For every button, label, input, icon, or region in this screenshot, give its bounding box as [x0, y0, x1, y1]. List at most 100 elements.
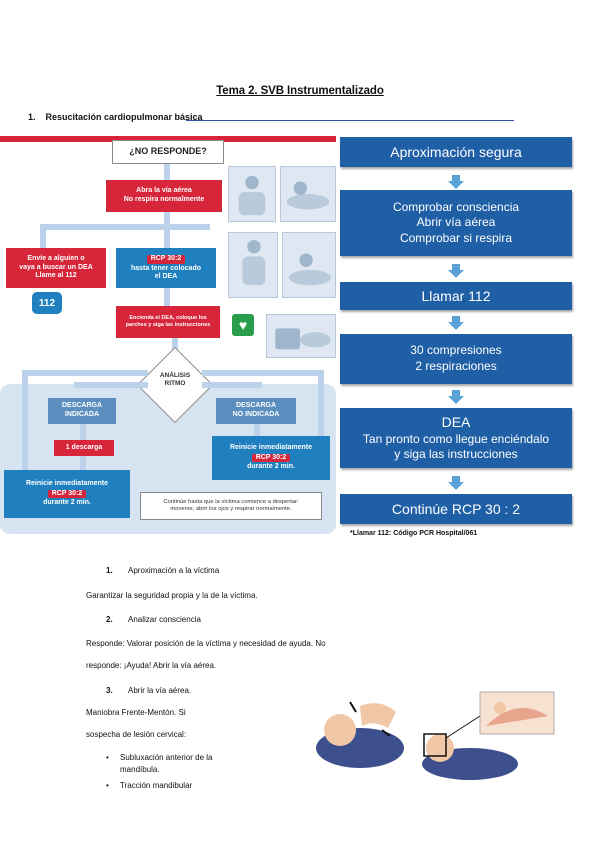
llamar-note: *Llamar 112: Código PCR Hospital/061: [350, 530, 478, 537]
rcp-line-2: hasta tener colocado: [130, 264, 202, 272]
photo-aed: [266, 314, 336, 358]
rcp-left-pill: RCP 30:2: [47, 489, 87, 499]
step-1-heading: 1. Aproximación a la víctima: [106, 566, 219, 575]
reinicie-right-box: Reinicie inmediatamente RCP 30:2 durante…: [212, 436, 330, 480]
down-arrow-3: [448, 316, 464, 330]
descarga-indicada-box: DESCARGA INDICADA: [48, 398, 116, 424]
arrow-to-left: [74, 382, 148, 388]
loop-left: [22, 370, 28, 470]
step-1-number: 1.: [106, 566, 113, 575]
rcp-right-pill: RCP 30:2: [251, 453, 291, 463]
step-1-text: Garantizar la seguridad propia y la de l…: [86, 591, 258, 600]
loop-right: [318, 370, 324, 478]
photo-compressions: [228, 232, 278, 298]
box1-line-1: Aproximación segura: [390, 143, 522, 160]
reinicie-right-text: Reinicie inmediatamente: [229, 443, 313, 451]
step-box-continue: Continúe RCP 30 : 2: [340, 494, 572, 524]
arrow-left-down: [40, 224, 46, 248]
arrow-down-4: [80, 424, 86, 440]
phone-number: 112: [38, 297, 56, 309]
aed-icon: ♥: [232, 314, 254, 336]
reinicie-left-box: Reinicie inmediatamente RCP 30:2 durante…: [4, 470, 130, 518]
abra-line-1: Abra la vía aérea: [136, 187, 192, 195]
step-2-number: 2.: [106, 615, 113, 624]
down-arrow-2: [448, 264, 464, 278]
box2-line-3: Comprobar si respira: [399, 230, 513, 245]
photo-check-response: [228, 166, 276, 222]
encienda-line-1: Encienda el DEA, coloque los: [129, 315, 207, 322]
continue-box: Continúe hasta que la víctima comience a…: [140, 492, 322, 520]
section-underline: [186, 120, 514, 121]
box6-line-1: Continúe RCP 30 : 2: [391, 500, 521, 517]
analisis-text: ANÁLISIS RITMO: [140, 372, 210, 388]
arrow-to-right: [202, 382, 262, 388]
envie-line-1: Envíe a alguien o: [27, 254, 85, 262]
envie-line-2: vaya a buscar un DEA: [19, 263, 93, 271]
section-label: Resucitación cardiopulmonar básica: [45, 112, 203, 122]
rcp-flowchart: ¿NO RESPONDE? Abra la vía aérea No respi…: [0, 136, 336, 536]
no-responde-text: ¿NO RESPONDE?: [129, 146, 207, 157]
step-box-llamar: Llamar 112: [340, 282, 572, 310]
box2-line-1: Comprobar consciencia: [392, 199, 520, 214]
step-3-text-2: sospecha de lesión cervical:: [86, 730, 187, 739]
rcp-pill: RCP 30:2: [146, 254, 186, 264]
down-arrow-4: [448, 390, 464, 404]
reinicie-left-text: Reinicie inmediatamente: [25, 479, 109, 487]
flowchart-top-bar: [0, 136, 336, 142]
box3-line-1: Llamar 112: [421, 287, 491, 304]
encienda-dea-box: Encienda el DEA, coloque los parches y s…: [116, 306, 220, 338]
continue-line-1: Continúe hasta que la víctima comience a…: [163, 498, 299, 505]
box5-line-1: DEA: [441, 414, 471, 431]
bullet-1-line-1: Subluxación anterior de la: [120, 753, 213, 762]
no-responde-box: ¿NO RESPONDE?: [112, 140, 224, 164]
step-2-label: Analizar consciencia: [128, 615, 201, 624]
analisis-line-2: RITMO: [164, 379, 186, 387]
durante-right-text: durante 2 min.: [247, 463, 295, 471]
arrow-down-5: [80, 456, 86, 470]
descarga-ind-line-1: DESCARGA: [61, 402, 103, 410]
rcp-line-3: el DEA: [154, 273, 178, 281]
phone-112-icon: 112: [32, 292, 62, 314]
box4-line-1: 30 compresiones: [410, 343, 502, 358]
continue-line-2: moverse, abrir los ojos y respirar norma…: [170, 506, 292, 512]
section-heading: 1. Resucitación cardiopulmonar básica: [28, 112, 203, 122]
descarga-no-line-2: NO INDICADA: [232, 411, 280, 418]
loop-left-top: [22, 370, 148, 376]
step-box-dea: DEA Tan pronto como llegue enciéndalo y …: [340, 408, 572, 468]
airway-maneuver-illustration: [300, 686, 560, 786]
step-box-aproximacion: Aproximación segura: [340, 137, 572, 167]
bullet-dot: •: [106, 753, 109, 762]
step-2-heading: 2. Analizar consciencia: [106, 615, 201, 624]
page-title: Tema 2. SVB Instrumentalizado: [216, 85, 384, 97]
box4-line-2: 2 respiraciones: [415, 359, 497, 373]
una-descarga-box: 1 descarga: [54, 440, 114, 456]
down-arrow-1: [448, 175, 464, 189]
loop-right-top: [202, 370, 324, 376]
step-1-label: Aproximación a la víctima: [128, 566, 220, 575]
bullet-dot: •: [106, 781, 109, 790]
step-box-compresiones: 30 compresiones 2 respiraciones: [340, 334, 572, 384]
branch-connector: [40, 224, 210, 230]
una-descarga-text: 1 descarga: [65, 443, 103, 451]
bullet-item-1: • Subluxación anterior de la mandíbula.: [106, 752, 213, 776]
envie-line-3: Llame al 112: [35, 272, 77, 280]
box2-line-2: Abrir vía aérea: [416, 215, 496, 230]
step-box-consciencia: Comprobar consciencia Abrir vía aérea Co…: [340, 190, 572, 256]
photo-open-airway: [280, 166, 336, 222]
step-2-text-1: Responde: Valorar posición de la víctima…: [86, 639, 326, 648]
abra-line-2: No respira normalmente: [123, 196, 205, 203]
rcp-until-dea-box: RCP 30:2 hasta tener colocado el DEA: [116, 248, 216, 288]
descarga-ind-line-2: INDICADA: [64, 411, 100, 418]
arrow-center-down: [164, 212, 170, 248]
photo-breaths: [282, 232, 336, 298]
arrow-down-2: [164, 288, 170, 306]
box5-line-3: y siga las instrucciones: [394, 447, 518, 462]
envie-box: Envíe a alguien o vaya a buscar un DEA L…: [6, 248, 106, 288]
down-arrow-5: [448, 476, 464, 490]
descarga-no-line-1: DESCARGA: [235, 402, 277, 410]
bullet-item-2: • Tracción mandibular: [106, 780, 192, 792]
step-3-number: 3.: [106, 686, 113, 695]
durante-left-text: durante 2 min.: [43, 499, 91, 507]
descarga-no-indicada-box: DESCARGA NO INDICADA: [216, 398, 296, 424]
box5-line-2: Tan pronto como llegue enciéndalo: [362, 431, 550, 446]
